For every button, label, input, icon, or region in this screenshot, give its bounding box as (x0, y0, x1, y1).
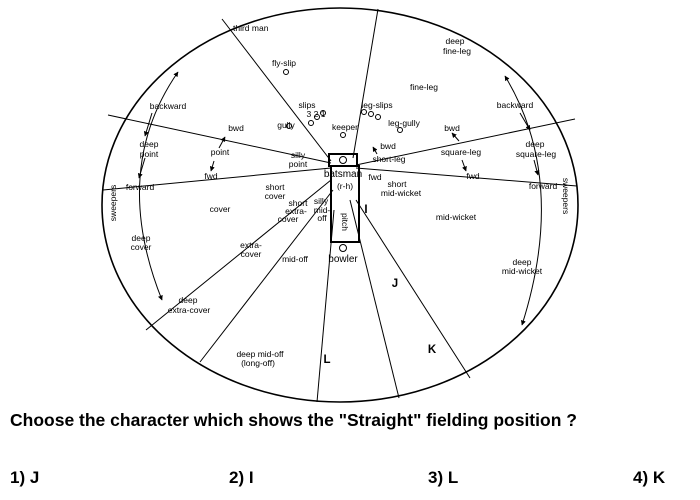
option-1[interactable]: 1) J (10, 468, 40, 487)
marker-i: I (364, 204, 367, 216)
label-bwd-point: bwd (228, 123, 244, 133)
label-short-extra-cover-3: cover (278, 214, 299, 224)
label-batsman: batsman (324, 169, 362, 180)
label-forward-left: forward (126, 182, 155, 192)
label-deep-cover-2: cover (131, 242, 152, 252)
label-fwd-point: fwd (204, 171, 218, 181)
label-deep-fine-leg-2: fine-leg (443, 46, 471, 56)
option-4[interactable]: 4) K (633, 468, 666, 487)
label-bwd-square: bwd (444, 123, 460, 133)
label-extra-cover-1: extra- (240, 240, 262, 250)
label-cover: cover (210, 204, 231, 214)
arrow-backward-right (519, 112, 531, 131)
label-deep-mid-wicket-1: deep (513, 257, 532, 267)
label-short-mid-wicket-2: mid-wicket (381, 188, 422, 198)
label-gully: gully (277, 120, 295, 130)
label-extra-cover-2: cover (241, 249, 262, 259)
arrow-forward-left (137, 157, 146, 179)
direction-arrows (137, 71, 542, 326)
label-deep-square-leg-1: deep (526, 139, 545, 149)
marker-j: J (392, 278, 398, 290)
pitch-area (328, 153, 360, 252)
label-fwd-batsman: fwd (368, 172, 382, 182)
label-backward-left: backward (150, 101, 187, 111)
label-keeper: keeper (332, 122, 358, 132)
bowler-marker (339, 244, 347, 252)
label-fly-slip: fly-slip (272, 58, 296, 68)
arrow-square-fwd (461, 159, 467, 172)
label-deep-mid-off-1: deep mid-off (236, 349, 284, 359)
label-silly-mid-off-1: silly (314, 196, 329, 206)
label-slip-numbers: 3 2 1 (307, 109, 326, 119)
label-pitch: pitch (340, 213, 350, 231)
marker-l: L (323, 354, 330, 366)
option-2[interactable]: 2) I (229, 468, 254, 487)
cricket-field-diagram: third man deep fine-leg fine-leg fly-sli… (101, 7, 579, 403)
batsman-marker (339, 156, 347, 164)
label-leg-slips: leg-slips (361, 100, 392, 110)
arrow-point-fwd (209, 160, 215, 172)
arrow-backward-left (143, 112, 153, 137)
label-short-cover-2: cover (265, 191, 286, 201)
label-silly-mid-off-3: off (317, 213, 327, 223)
label-silly-mid-off-2: mid- (314, 205, 331, 215)
position-labels: third man deep fine-leg fine-leg fly-sli… (108, 23, 571, 368)
field-boundary (101, 7, 579, 403)
label-deep-square-leg-2: square-leg (516, 149, 556, 159)
label-deep-fine-leg-1: deep (446, 36, 465, 46)
label-silly-point-1: silly (291, 150, 306, 160)
option-3[interactable]: 3) L (428, 468, 459, 487)
label-short-mid-wicket-1: short (388, 179, 408, 189)
label-point: point (211, 147, 230, 157)
label-deep-point-1: deep (140, 139, 159, 149)
label-forward-right: forward (529, 181, 558, 191)
marker-k: K (428, 344, 437, 356)
label-deep-extra-cover-2: extra-cover (168, 305, 211, 315)
label-sweepers-left: sweepers (108, 185, 118, 221)
answer-markers: I J K L (323, 204, 436, 366)
label-short-extra-cover-1: short (289, 198, 309, 208)
label-deep-cover-1: deep (132, 233, 151, 243)
label-rh: (r-h) (337, 181, 353, 191)
label-short-leg: short-leg (372, 154, 405, 164)
arrow-short-leg-bwd (372, 146, 378, 155)
arrow-point-bwd (218, 136, 226, 149)
label-backward-right: backward (497, 100, 534, 110)
label-fwd-square: fwd (466, 171, 480, 181)
label-leg-gully: leg-gully (388, 118, 420, 128)
label-mid-wicket: mid-wicket (436, 212, 477, 222)
label-mid-off: mid-off (282, 254, 308, 264)
label-third-man: third man (233, 23, 269, 33)
label-deep-extra-cover-1: deep (179, 295, 198, 305)
sweep-arrow-right (504, 75, 542, 326)
fielder-dots (283, 69, 403, 138)
label-fine-leg: fine-leg (410, 82, 438, 92)
question-text: Choose the character which shows the "St… (10, 410, 577, 430)
label-deep-mid-wicket-2: mid-wicket (502, 266, 543, 276)
pitch-strip (330, 165, 360, 243)
label-bowler: bowler (328, 254, 358, 265)
label-silly-point-2: point (289, 159, 308, 169)
label-deep-mid-off-2: (long-off) (241, 358, 275, 368)
arrow-square-bwd (451, 132, 460, 142)
label-bwd-keeper: bwd (380, 141, 396, 151)
label-short-extra-cover-2: extra- (285, 206, 307, 216)
label-slips: slips (298, 100, 315, 110)
sector-lines (102, 8, 578, 403)
label-square-leg: square-leg (441, 147, 481, 157)
label-deep-point-2: point (140, 149, 159, 159)
label-sweepers-right: sweepers (561, 178, 571, 214)
label-short-cover-1: short (266, 182, 286, 192)
arrow-forward-right (533, 159, 540, 176)
